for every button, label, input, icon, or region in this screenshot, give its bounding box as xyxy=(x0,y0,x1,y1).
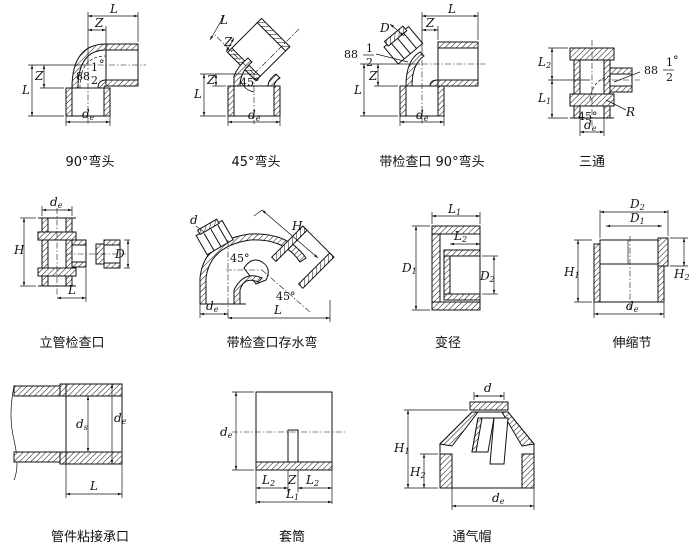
elbow90i-L-label: L xyxy=(447,2,456,16)
caption-elbow45: 45°弯头 xyxy=(231,154,280,170)
elbow45-L-left-label: L xyxy=(193,87,202,101)
caption-tee: 三通 xyxy=(579,155,605,170)
caption-elbow90-inspect: 带检查口 90°弯头 xyxy=(379,154,484,170)
tee-R-label: R xyxy=(625,105,635,119)
sleeve-L2-left: L2 xyxy=(261,473,275,488)
caption-sleeve: 套筒 xyxy=(279,529,305,545)
elbow90-L-left-label: L xyxy=(21,83,30,97)
tee-angle: 45° xyxy=(578,110,598,123)
caption-trap: 带检查口存水弯 xyxy=(226,335,317,351)
trap-angle1: 45° xyxy=(230,252,250,265)
vent-H1-label: H1 xyxy=(393,441,410,456)
elbow90-Z-top-label: Z xyxy=(94,16,104,30)
expansion-H1-label: H1 xyxy=(563,265,580,280)
tee-de-label: de xyxy=(584,118,597,133)
elbow90i-Z-left-label: Z xyxy=(368,69,378,83)
caption-inspect: 立管检查口 xyxy=(39,336,104,351)
inspect-H-label: H xyxy=(13,243,25,257)
vent-H2-label: H2 xyxy=(409,465,426,480)
trap-drawing: H d 45° 45° de L xyxy=(190,209,335,322)
socket-drawing: ds de L xyxy=(10,383,127,498)
elbow90-L-label: L xyxy=(109,2,118,16)
expansion-drawing: D2 D1 H1 H2 de xyxy=(563,197,690,318)
sleeve-L1-label: L1 xyxy=(285,487,299,502)
vent-d-label: d xyxy=(484,381,492,395)
tee-frac-num: 1 xyxy=(666,56,673,69)
elbow90-inspect-drawing: L Z D 88 1 2 L Z de xyxy=(344,2,486,126)
vent-de-label: de xyxy=(492,491,505,506)
elbow90-frac-num: 1 xyxy=(91,61,98,74)
elbow90-de-label: de xyxy=(82,107,95,122)
elbow45-L-label: L xyxy=(219,13,228,27)
inspect-L-label: L xyxy=(67,283,76,297)
sleeve-Z-label: Z xyxy=(287,473,297,487)
elbow90i-frac-den: 2 xyxy=(366,56,373,69)
tee-L2-label: L2 xyxy=(537,55,551,70)
vent-cap-drawing: d H1 H2 de xyxy=(393,381,535,510)
elbow45-de-label: de xyxy=(248,108,261,123)
reducer-L1-label: L1 xyxy=(447,202,461,217)
socket-L-label: L xyxy=(89,479,98,493)
elbow90-frac-den: 2 xyxy=(91,74,98,87)
tee-drawing: L2 L1 88 1 2 ° R 45° de xyxy=(537,40,679,136)
sleeve-L2-right: L2 xyxy=(305,473,319,488)
trap-de-label: de xyxy=(206,299,219,314)
expansion-H2-label: H2 xyxy=(673,267,690,282)
caption-expansion: 伸缩节 xyxy=(612,335,651,351)
sleeve-drawing: de L2 Z L2 L1 xyxy=(220,391,346,504)
elbow45-drawing: L Z L Z 45° de xyxy=(193,13,301,126)
caption-elbow90: 90°弯头 xyxy=(65,154,114,170)
tee-deg: ° xyxy=(673,54,679,67)
sleeve-de-label: de xyxy=(220,425,233,440)
socket-de-label: de xyxy=(114,411,127,426)
inspect-drawing: de H D L xyxy=(13,195,130,302)
trap-L-label: L xyxy=(273,303,282,317)
tee-L1-label: L1 xyxy=(537,91,551,106)
reducer-drawing: L1 L2 D1 D2 xyxy=(401,202,498,311)
elbow90i-frac-num: 1 xyxy=(366,42,373,55)
socket-ds-label: ds xyxy=(76,417,88,432)
elbow90i-D-label: D xyxy=(379,21,390,35)
expansion-de-label: de xyxy=(626,299,639,314)
tee-frac-den: 2 xyxy=(666,71,673,84)
inspect-D-label: D xyxy=(114,247,125,261)
elbow90-88-label: 88 xyxy=(76,70,90,83)
elbow90i-L-left-label: L xyxy=(353,83,362,97)
elbow90-deg: ° xyxy=(99,58,105,71)
elbow45-Z-left-label: Z xyxy=(206,73,216,87)
caption-reducer: 变径 xyxy=(435,335,461,351)
caption-socket: 管件粘接承口 xyxy=(51,529,129,545)
caption-vent-cap: 通气帽 xyxy=(452,529,491,545)
expansion-D2-label: D2 xyxy=(629,197,645,212)
elbow90i-Z-label: Z xyxy=(425,16,435,30)
elbow90-drawing: L Z L Z 88 1 2 ° de xyxy=(21,2,146,126)
elbow45-Z-label: Z xyxy=(223,35,233,49)
elbow45-angle: 45° xyxy=(240,76,260,89)
reducer-D2-label: D2 xyxy=(479,269,495,284)
reducer-L2-label: L2 xyxy=(453,229,467,244)
elbow90-Z-left-label: Z xyxy=(34,69,44,83)
reducer-D1-label: D1 xyxy=(401,261,417,276)
trap-angle2: 45° xyxy=(276,290,296,303)
tee-88: 88 xyxy=(644,64,658,77)
elbow90i-de-label: de xyxy=(416,108,429,123)
trap-H-label: H xyxy=(291,219,303,233)
inspect-de-label: de xyxy=(50,195,63,210)
elbow90i-88: 88 xyxy=(344,48,358,61)
expansion-D1-label: D1 xyxy=(629,211,645,226)
trap-d-label: d xyxy=(190,213,198,227)
